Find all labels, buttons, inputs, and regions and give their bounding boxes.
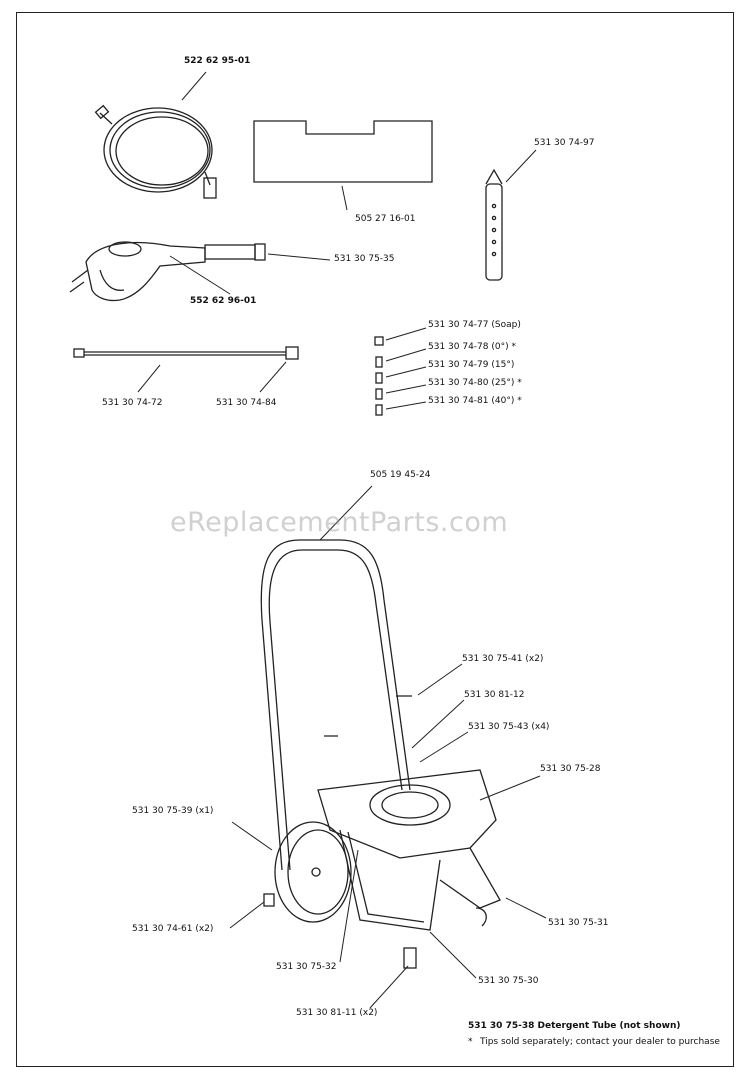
spray-gun-illustration	[69, 241, 266, 302]
tips-illustration	[374, 336, 384, 416]
note-tips-star: *	[468, 1037, 473, 1047]
cart-illustration	[260, 539, 501, 969]
label-tip-0: 531 30 74-78 (0°) *	[428, 342, 516, 352]
label-gun: 552 62 96-01	[190, 296, 257, 306]
label-foam: 505 27 16-01	[355, 214, 416, 224]
label-foot-pad: 531 30 81-11 (x2)	[296, 1008, 378, 1018]
leader-lines	[137, 71, 547, 1009]
diagram-frame	[16, 12, 734, 1067]
label-axle: 531 30 75-32	[276, 962, 337, 972]
label-screws: 531 30 75-43 (x4)	[468, 722, 550, 732]
label-frame: 505 19 45-24	[370, 470, 431, 480]
label-bracket: 531 30 81-12	[464, 690, 525, 700]
note-tips: Tips sold separately; contact your deale…	[480, 1037, 720, 1047]
label-tip-40: 531 30 74-81 (40°) *	[428, 396, 522, 406]
label-gun-fitting: 531 30 75-35	[334, 254, 395, 264]
label-knob: 531 30 75-41 (x2)	[462, 654, 544, 664]
label-wheel: 531 30 75-39 (x1)	[132, 806, 214, 816]
hose-illustration	[94, 104, 217, 199]
label-tip-25: 531 30 74-80 (25°) *	[428, 378, 522, 388]
label-wand-end: 531 30 74-84	[216, 398, 277, 408]
note-detergent: 531 30 75-38 Detergent Tube (not shown)	[468, 1021, 681, 1031]
label-hose: 522 62 95-01	[184, 56, 251, 66]
label-tip-15: 531 30 74-79 (15°)	[428, 360, 515, 370]
label-foot: 531 30 75-30	[478, 976, 539, 986]
foam-illustration	[253, 120, 433, 183]
label-base: 531 30 75-28	[540, 764, 601, 774]
label-hub-cap: 531 30 74-61 (x2)	[132, 924, 214, 934]
watermark: eReplacementParts.com	[170, 507, 509, 538]
label-leg: 531 30 75-31	[548, 918, 609, 928]
label-tip-soap: 531 30 74-77 (Soap)	[428, 320, 521, 330]
label-tip-holder: 531 30 74-97	[534, 138, 595, 148]
tip-holder-illustration	[485, 168, 503, 281]
label-wand: 531 30 74-72	[102, 398, 163, 408]
wand-illustration	[73, 346, 299, 360]
